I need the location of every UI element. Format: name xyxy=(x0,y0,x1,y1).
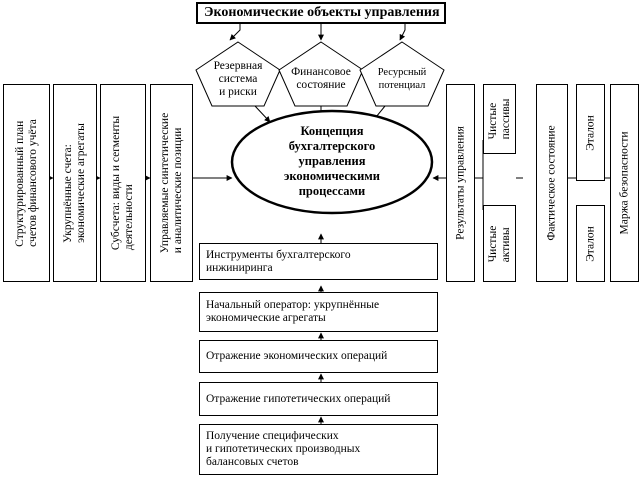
concept-ellipse xyxy=(230,109,434,215)
left-column-aggregates-text: Укрупнённые счета: экономические агрегат… xyxy=(62,123,87,243)
pentagon-resource-shape xyxy=(359,41,445,107)
bottom-box-derived-accounts: Получение специфических и гипотетических… xyxy=(199,424,438,475)
pentagon-resource-label: Ресурсный потенциал xyxy=(366,66,438,92)
right-column-actual-state: Фактическое состояние xyxy=(536,84,568,282)
bottom-box-instruments: Инструменты бухгалтерского инжиниринга xyxy=(199,243,438,280)
right-column-results: Результаты управления xyxy=(446,84,475,282)
right-box-etalon-top-text: Эталон xyxy=(584,114,596,151)
bottom-box-hypothetical-ops-text: Отражение гипотетических операций xyxy=(206,392,391,405)
right-box-net-liabilities: Чистые пассивы xyxy=(483,84,516,154)
arrow-reserve-to-concept xyxy=(254,105,271,123)
left-column-plan-text: Структурированный план счетов финансовог… xyxy=(13,119,39,247)
left-column-subaccounts-text: Субсчета: виды и сегменты деятельности xyxy=(110,115,135,251)
left-column-subaccounts: Субсчета: виды и сегменты деятельности xyxy=(100,84,146,282)
bottom-box-economic-ops-text: Отражение экономических операций xyxy=(206,350,388,362)
pentagon-reserve-text: Резервная система и риски xyxy=(213,60,263,98)
arrow-title-to-reserve xyxy=(229,24,241,41)
bottom-box-hypothetical-ops: Отражение гипотетических операций xyxy=(199,382,438,416)
pentagon-reserve-label: Резервная система и риски xyxy=(203,60,273,99)
left-column-aggregates: Укрупнённые счета: экономические агрегат… xyxy=(53,84,97,282)
pentagon-finance-text: Финансовое состояние xyxy=(291,66,351,91)
right-box-net-assets: Чистые активы xyxy=(483,205,516,282)
right-box-net-assets-text: Чистые активы xyxy=(486,225,512,262)
left-column-positions: Управляемые синтетические и аналитически… xyxy=(150,84,193,282)
bottom-box-initial-operator-text: Начальный оператор: укрупнённые экономич… xyxy=(206,299,380,324)
right-box-etalon-bottom-text: Эталон xyxy=(584,225,596,262)
pentagon-finance-label: Финансовое состояние xyxy=(284,66,358,92)
concept-title: Концепция бухгалтерского управления экон… xyxy=(230,109,434,214)
right-box-etalon-bottom: Эталон xyxy=(576,205,605,282)
arrow-title-to-resource xyxy=(399,24,406,41)
pentagon-reserve-shape xyxy=(195,41,281,107)
bottom-box-economic-ops: Отражение экономических операций xyxy=(199,340,438,373)
right-column-results-text: Результаты управления xyxy=(454,126,466,240)
right-box-etalon-top: Эталон xyxy=(576,84,605,181)
right-box-net-liabilities-text: Чистые пассивы xyxy=(486,98,512,140)
right-column-safety-margin-text: Маржа безопасности xyxy=(618,131,630,235)
title-box: Экономические объекты управления xyxy=(196,2,446,24)
bottom-box-initial-operator: Начальный оператор: укрупнённые экономич… xyxy=(199,292,438,332)
bottom-box-derived-accounts-text: Получение специфических и гипотетических… xyxy=(206,430,361,468)
right-column-safety-margin: Маржа безопасности xyxy=(610,84,639,282)
concept-text: Концепция бухгалтерского управления экон… xyxy=(283,124,381,198)
pentagon-resource-text: Ресурсный потенциал xyxy=(377,67,427,91)
title-text: Экономические объекты управления xyxy=(204,5,440,20)
left-column-plan: Структурированный план счетов финансовог… xyxy=(3,84,50,282)
bottom-box-instruments-text: Инструменты бухгалтерского инжиниринга xyxy=(206,248,351,274)
left-column-positions-text: Управляемые синтетические и аналитически… xyxy=(158,112,184,254)
right-column-actual-state-text: Фактическое состояние xyxy=(545,125,558,241)
